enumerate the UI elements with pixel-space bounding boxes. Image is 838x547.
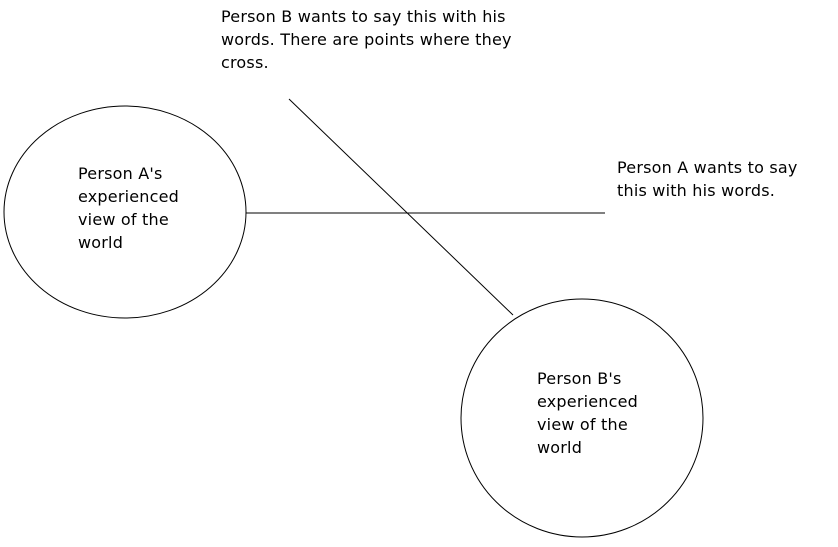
person-a-circle-label: Person A's experienced view of the world: [78, 164, 180, 252]
person-b-circle-label: Person B's experienced view of the world: [537, 369, 639, 457]
person-b-circle: [460, 298, 704, 538]
person-a-speech-annotation: Person A wants to say this with his word…: [617, 158, 798, 200]
person-b-speech-line: [288, 98, 514, 316]
person-a-circle: [3, 105, 247, 319]
person-b-speech-annotation: Person B wants to say this with his word…: [221, 7, 512, 72]
